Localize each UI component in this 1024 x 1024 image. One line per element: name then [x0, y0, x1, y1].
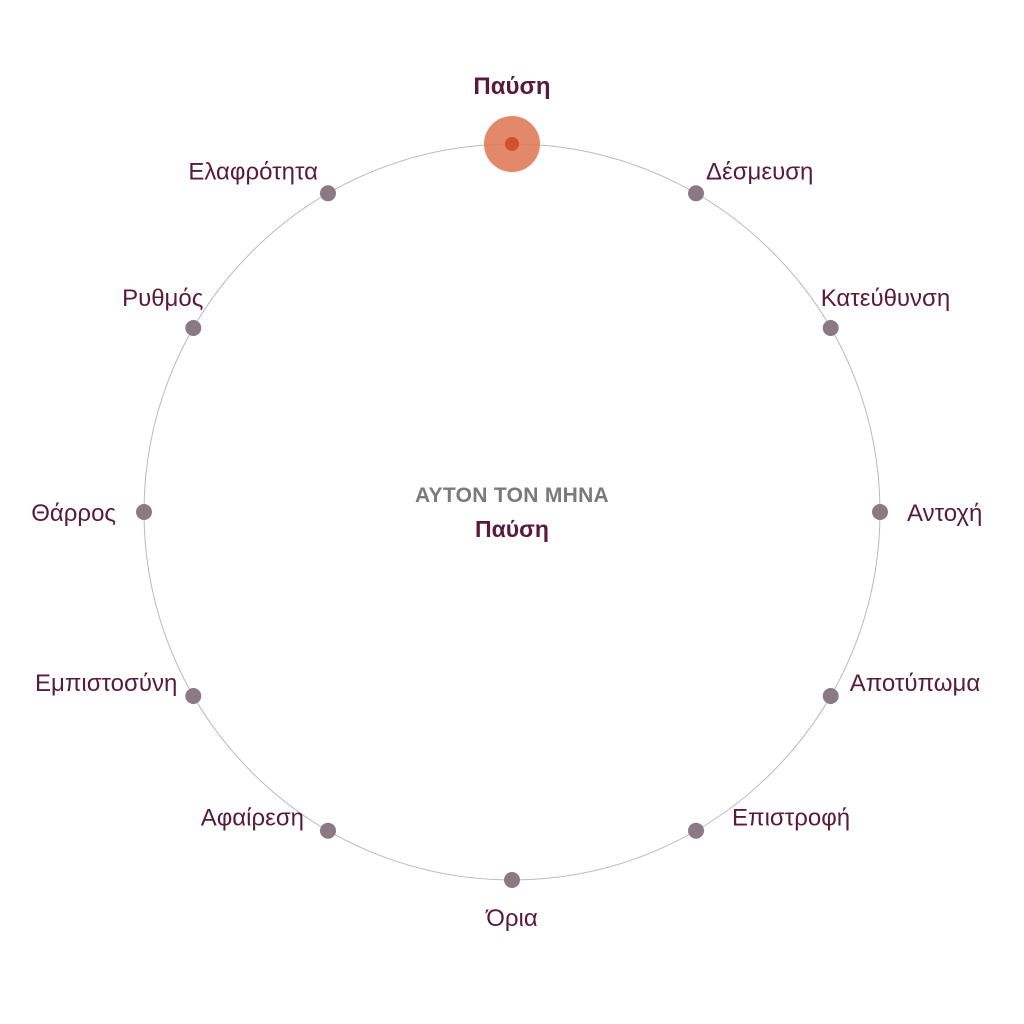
node-dot[interactable]	[872, 504, 888, 520]
node-label-παυση: Παύση	[473, 73, 550, 100]
node-dot[interactable]	[688, 822, 704, 839]
wheel-node[interactable]: Κατεύθυνση	[821, 285, 951, 336]
node-dot[interactable]	[822, 688, 839, 704]
wheel-node[interactable]: Θάρρος	[31, 500, 152, 527]
wheel-node[interactable]: Αποτύπωμα	[822, 670, 981, 704]
wheel-node[interactable]: Εμπιστοσύνη	[35, 670, 202, 704]
wheel-ring	[143, 143, 881, 881]
wheel-node[interactable]: Επιστροφή	[688, 805, 850, 839]
node-label-ορια: Όρια	[485, 905, 538, 932]
wheel-node[interactable]: Όρια	[485, 872, 538, 932]
node-dot[interactable]	[688, 185, 704, 202]
center-readout: ΑΥΤΟΝ ΤΟΝ ΜΗΝΑ Παύση	[415, 484, 609, 542]
node-dot[interactable]	[136, 504, 152, 520]
center-current-value: Παύση	[475, 516, 549, 542]
node-label-ελαφροτητα: Ελαφρότητα	[188, 158, 318, 185]
wheel-node[interactable]: Αφαίρεση	[201, 805, 336, 839]
node-dot[interactable]	[822, 320, 839, 336]
node-label-αφαιρεση: Αφαίρεση	[201, 805, 304, 832]
node-label-θαρρος: Θάρρος	[31, 500, 116, 527]
node-dot[interactable]	[320, 185, 336, 202]
node-label-δεσμευση: Δέσμευση	[706, 158, 813, 185]
node-label-εμπιστοσυνη: Εμπιστοσύνη	[35, 670, 177, 697]
wheel-node[interactable]: Δέσμευση	[688, 158, 813, 202]
node-label-κατευθυνση: Κατεύθυνση	[821, 285, 951, 312]
active-node-dot[interactable]	[505, 137, 519, 151]
node-dot[interactable]	[185, 688, 202, 704]
node-label-ρυθμος: Ρυθμός	[122, 285, 203, 312]
wheel-nodes: ΠαύσηΔέσμευσηΚατεύθυνσηΑντοχήΑποτύπωμαΕπ…	[31, 73, 982, 932]
wheel-node[interactable]: Αντοχή	[872, 500, 982, 527]
node-label-αποτυπωμα: Αποτύπωμα	[850, 670, 981, 697]
node-dot[interactable]	[185, 320, 202, 336]
node-dot[interactable]	[320, 822, 336, 839]
node-dot[interactable]	[504, 872, 520, 888]
center-caption: ΑΥΤΟΝ ΤΟΝ ΜΗΝΑ	[415, 484, 609, 507]
wheel-node[interactable]: Παύση	[473, 73, 551, 172]
wheel-node[interactable]: Ελαφρότητα	[188, 158, 336, 202]
node-label-επιστροφη: Επιστροφή	[732, 805, 850, 832]
node-label-αντοχη: Αντοχή	[907, 500, 982, 527]
wheel-node[interactable]: Ρυθμός	[122, 285, 203, 336]
